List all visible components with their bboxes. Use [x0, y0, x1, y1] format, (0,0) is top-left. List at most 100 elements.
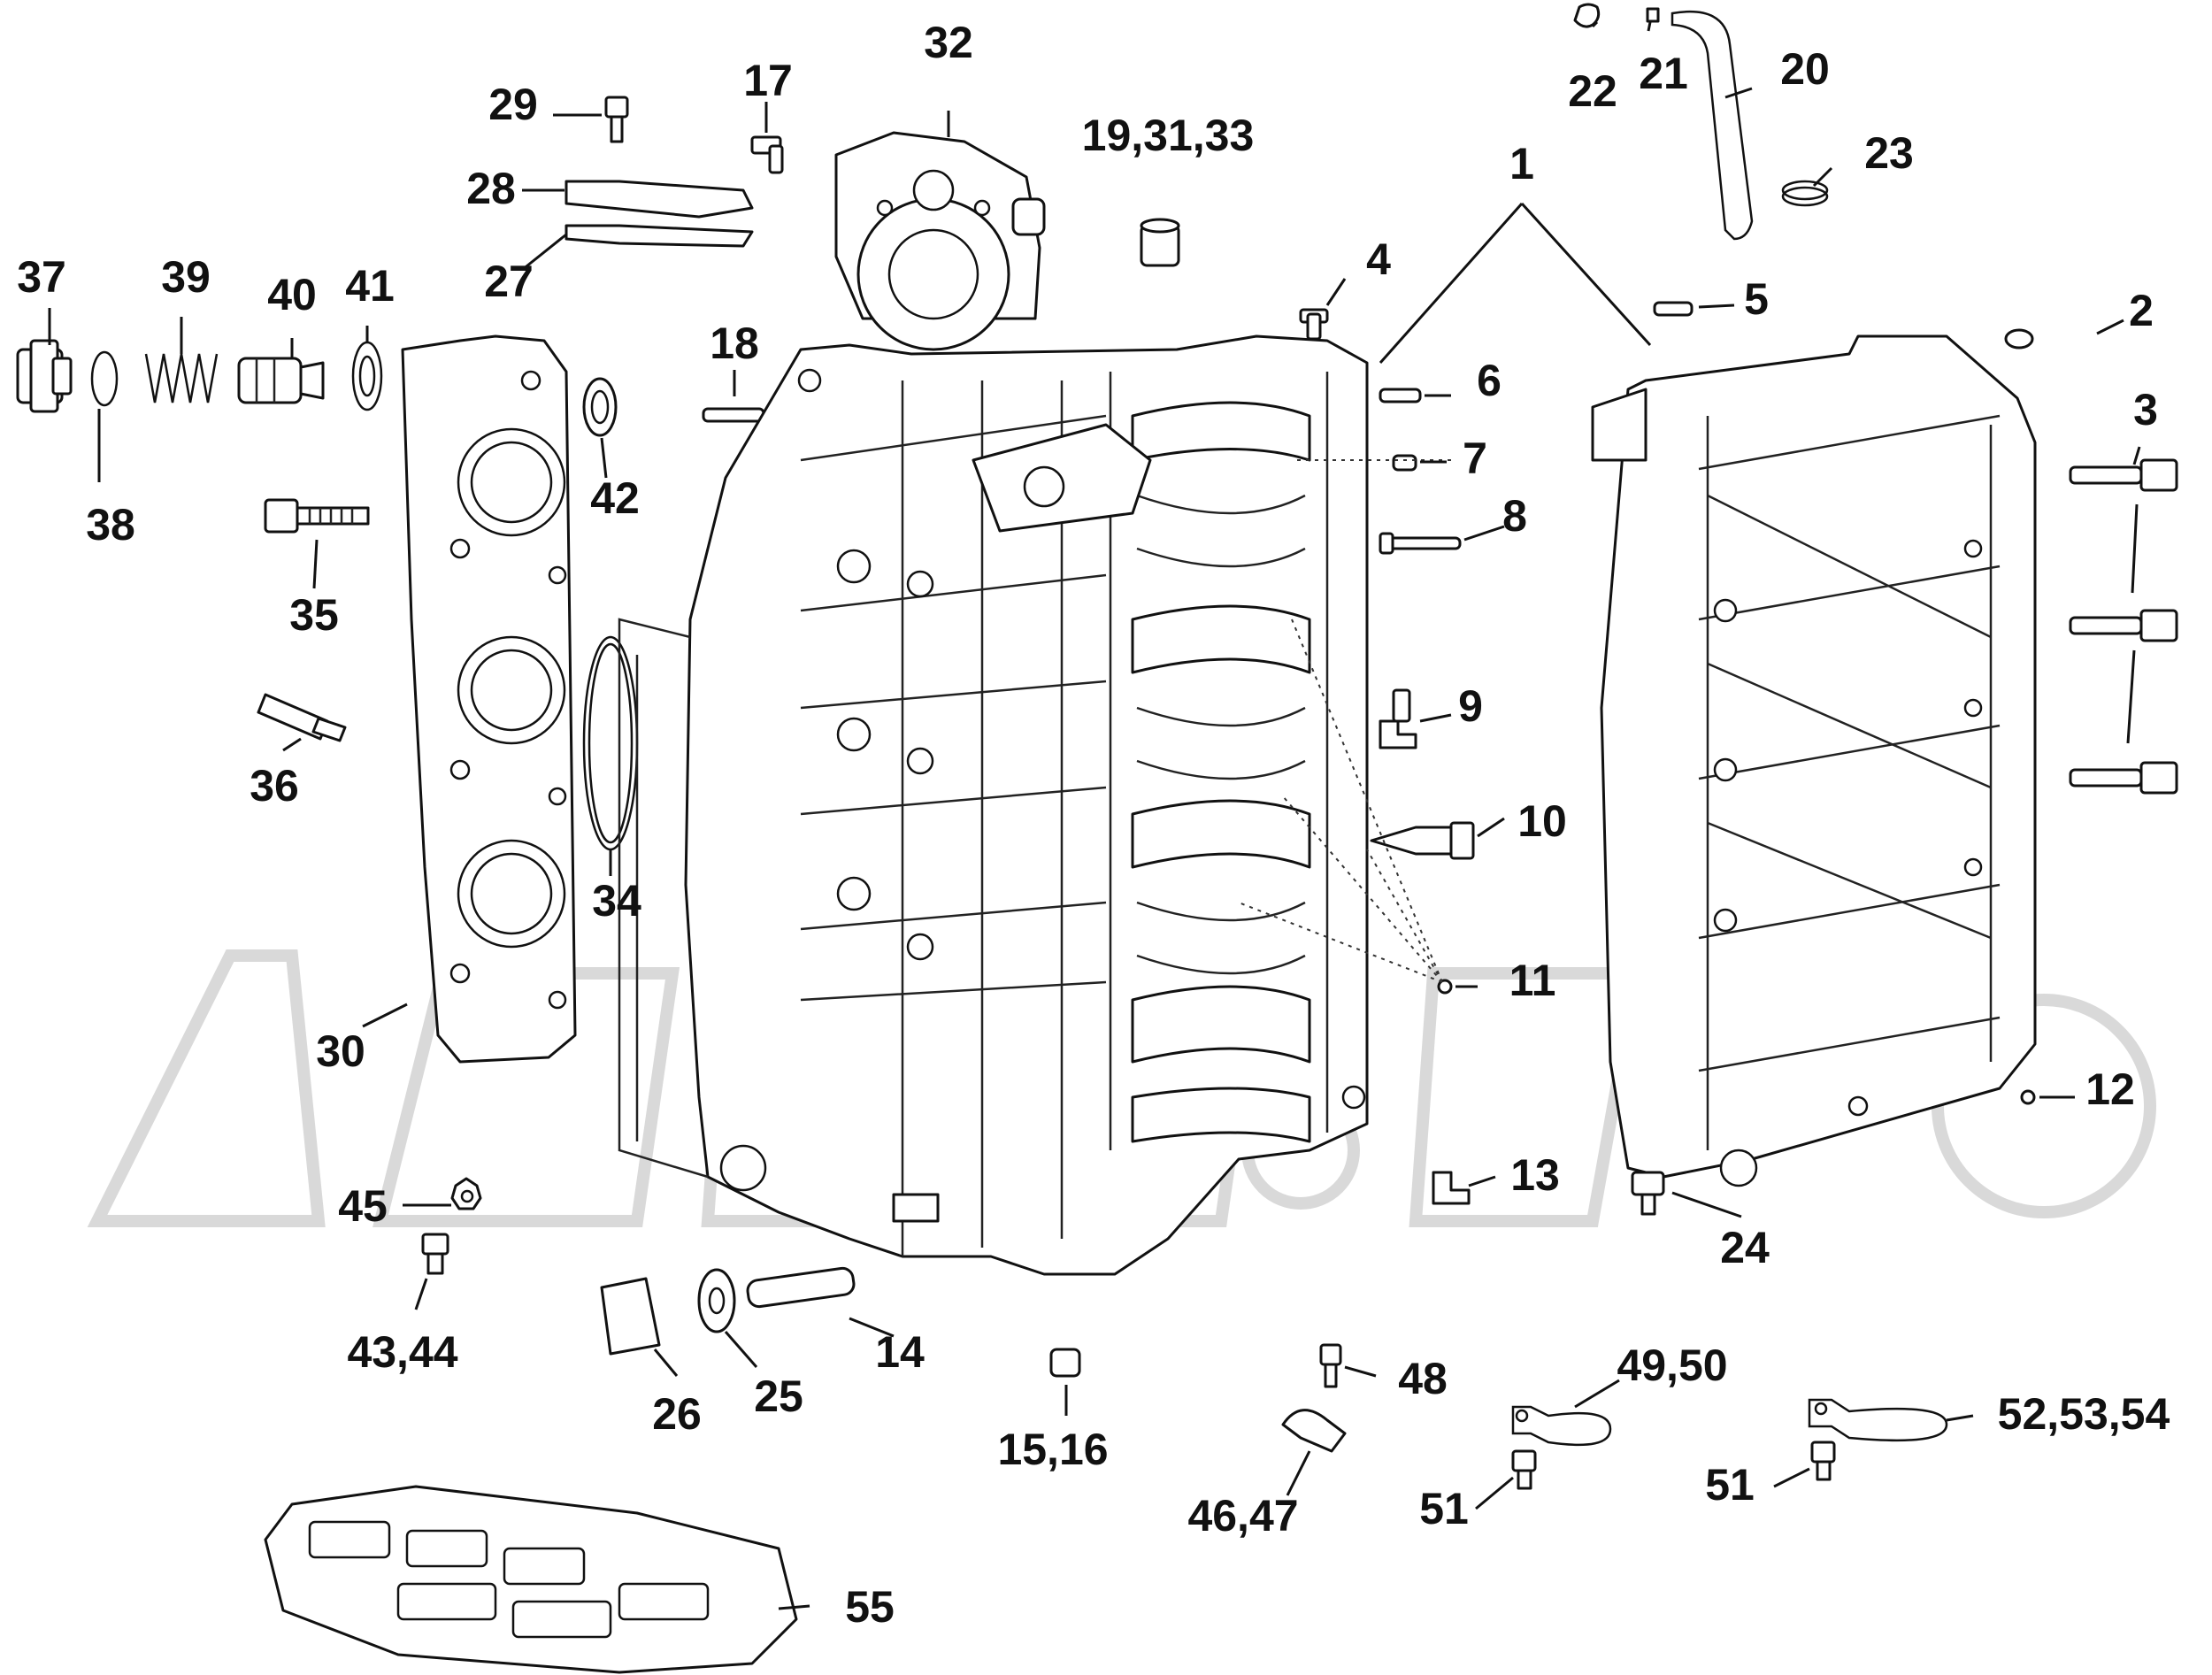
sleeve [1140, 218, 1180, 267]
callout-17: 17 [743, 56, 793, 105]
rubber-mount [600, 1277, 661, 1356]
callout-49-50: 49,50 [1617, 1341, 1727, 1390]
callout-6: 6 [1477, 356, 1502, 405]
sleeve-tube [746, 1266, 856, 1309]
clamp-ring [1573, 3, 1601, 28]
callout-19-31-33: 19,31,33 [1082, 111, 1255, 160]
callout-29: 29 [488, 80, 538, 129]
elbow-fitting-top [1299, 308, 1329, 341]
leader-lines [48, 20, 2141, 1610]
callout-22: 22 [1568, 66, 1617, 116]
callout-14: 14 [875, 1327, 925, 1377]
callout-24: 24 [1720, 1223, 1770, 1272]
cover-screw [604, 96, 629, 143]
callout-28: 28 [466, 164, 516, 213]
callout-37: 37 [17, 252, 66, 302]
o-ring [90, 350, 119, 407]
callout-2: 2 [2129, 286, 2154, 335]
callout-52-53-54: 52,53,54 [1998, 1389, 2170, 1439]
plug-small-right [2020, 1089, 2036, 1105]
callout-38: 38 [86, 500, 135, 549]
thermostat-gasket [351, 341, 383, 411]
elbow-fitting [1379, 688, 1417, 749]
callout-18: 18 [710, 319, 759, 368]
clamp-right [1808, 1398, 1948, 1442]
callout-1: 1 [1509, 139, 1534, 188]
callout-51-left: 51 [1419, 1484, 1469, 1533]
callout-13: 13 [1510, 1150, 1560, 1200]
callout-7: 7 [1463, 434, 1487, 483]
cylinder-head-bolt [264, 498, 370, 534]
callout-8: 8 [1502, 491, 1527, 541]
callout-23: 23 [1864, 128, 1914, 178]
base-gasket [264, 1485, 798, 1674]
callout-labels: 1 2 3 4 5 6 7 8 9 10 11 12 13 14 15,16 1… [17, 18, 2170, 1632]
callout-5: 5 [1744, 274, 1769, 324]
callout-42: 42 [590, 473, 640, 523]
callout-10: 10 [1517, 796, 1567, 846]
plug-small [1437, 979, 1453, 995]
callout-4: 4 [1366, 234, 1391, 284]
dowel-pin [702, 407, 765, 423]
callout-32: 32 [924, 18, 973, 67]
valve-fitting [1370, 821, 1475, 860]
callout-21: 21 [1639, 49, 1688, 98]
crankcase-bolts [2069, 458, 2178, 795]
thermostat [237, 357, 325, 404]
thermostat-spring [144, 353, 219, 403]
hose-clip [1781, 180, 1829, 207]
callout-27: 27 [484, 257, 534, 306]
callout-12: 12 [2085, 1064, 2135, 1114]
cover-gasket-thin [565, 224, 754, 248]
clamp-screw [1319, 1343, 1342, 1388]
clamp-left [1511, 1405, 1612, 1447]
callout-3: 3 [2133, 385, 2158, 434]
bleed-hose [1671, 10, 1754, 241]
pin [1379, 388, 1422, 403]
plug-cap [1049, 1348, 1081, 1378]
hose-fitting [750, 135, 784, 174]
callout-36: 36 [250, 761, 299, 811]
p-clamp [1281, 1409, 1347, 1453]
plug [1392, 454, 1417, 472]
callout-55: 55 [845, 1582, 895, 1632]
callout-9: 9 [1458, 681, 1483, 731]
cover-bolt [1631, 1171, 1665, 1216]
seal [582, 377, 618, 437]
callout-39: 39 [161, 252, 211, 302]
callout-45: 45 [338, 1181, 388, 1231]
dowel [2004, 328, 2034, 350]
elbow-fitting-bottom [1432, 1171, 1471, 1205]
spark-plug [257, 693, 347, 742]
thermostat-cover [16, 339, 73, 413]
crankcase-cover [1591, 334, 2037, 1187]
callout-43-44: 43,44 [347, 1327, 457, 1377]
callout-11: 11 [1509, 956, 1556, 1005]
crankcase-cylinder-block [618, 334, 1369, 1276]
cover-gasket [582, 635, 639, 851]
callout-51-right: 51 [1705, 1460, 1755, 1510]
callout-30: 30 [316, 1026, 365, 1076]
pump-assembly [834, 131, 1046, 351]
callout-46-47: 46,47 [1187, 1491, 1298, 1541]
cover-plate [565, 180, 754, 219]
callout-20: 20 [1780, 44, 1830, 94]
callout-15-16: 15,16 [997, 1425, 1108, 1474]
clamp-bolt-right [1810, 1441, 1836, 1481]
callout-34: 34 [592, 876, 641, 926]
callout-25: 25 [754, 1372, 803, 1421]
callout-48: 48 [1398, 1354, 1448, 1403]
callout-40: 40 [267, 270, 317, 319]
cylinder-head [401, 334, 577, 1064]
clamp-bolt-left [1511, 1449, 1537, 1490]
anode-nut [450, 1177, 482, 1210]
drain-valve [1379, 532, 1462, 555]
callout-35: 35 [289, 590, 339, 640]
callout-41: 41 [345, 261, 395, 311]
anode-bolt [421, 1233, 449, 1275]
stud [1653, 301, 1694, 317]
washer [697, 1268, 736, 1333]
callout-26: 26 [652, 1389, 702, 1439]
